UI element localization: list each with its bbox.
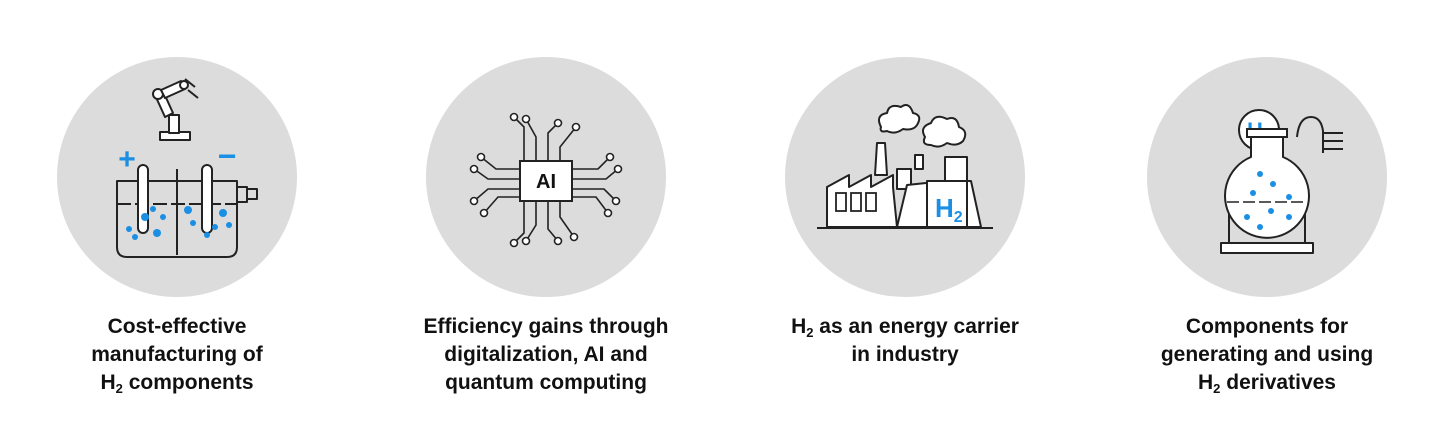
flask-hydrogen-icon: H2 xyxy=(1220,109,1343,254)
caption-manufacturing: Cost-effective manufacturing of H2 compo… xyxy=(91,315,263,396)
feature-item-manufacturing: + − Cost-effective manufacturing of H2 c… xyxy=(17,0,337,440)
ai-chip-label: AI xyxy=(536,171,556,193)
feature-item-digitalization: AI Efficiency gains through digitalizati… xyxy=(386,0,706,440)
factory-hydrogen-icon: H2 xyxy=(817,104,993,229)
caption-derivatives: Components for generating and using H2 d… xyxy=(1160,315,1374,396)
electrolyzer-robot-arm-icon: + − xyxy=(116,78,258,258)
feature-item-energy-carrier: H2 H2 as an energy carrier in industry xyxy=(745,0,1065,440)
icon-circle: H2 xyxy=(1147,57,1387,297)
icon-circle: + − xyxy=(57,57,297,297)
feature-item-derivatives: H2 Com xyxy=(1107,0,1427,440)
minus-symbol: − xyxy=(218,138,237,174)
icon-circle: H2 xyxy=(785,57,1025,297)
caption-energy-carrier: H2 as an energy carrier in industry xyxy=(791,315,1019,366)
ai-chip-circuit-icon: AI xyxy=(469,112,623,248)
plus-symbol: + xyxy=(118,143,136,176)
h2-label: H xyxy=(935,193,954,223)
caption-digitalization: Efficiency gains through digitalization,… xyxy=(423,315,669,394)
svg-text:H2: H2 xyxy=(935,193,963,226)
icon-circle: AI xyxy=(426,57,666,297)
